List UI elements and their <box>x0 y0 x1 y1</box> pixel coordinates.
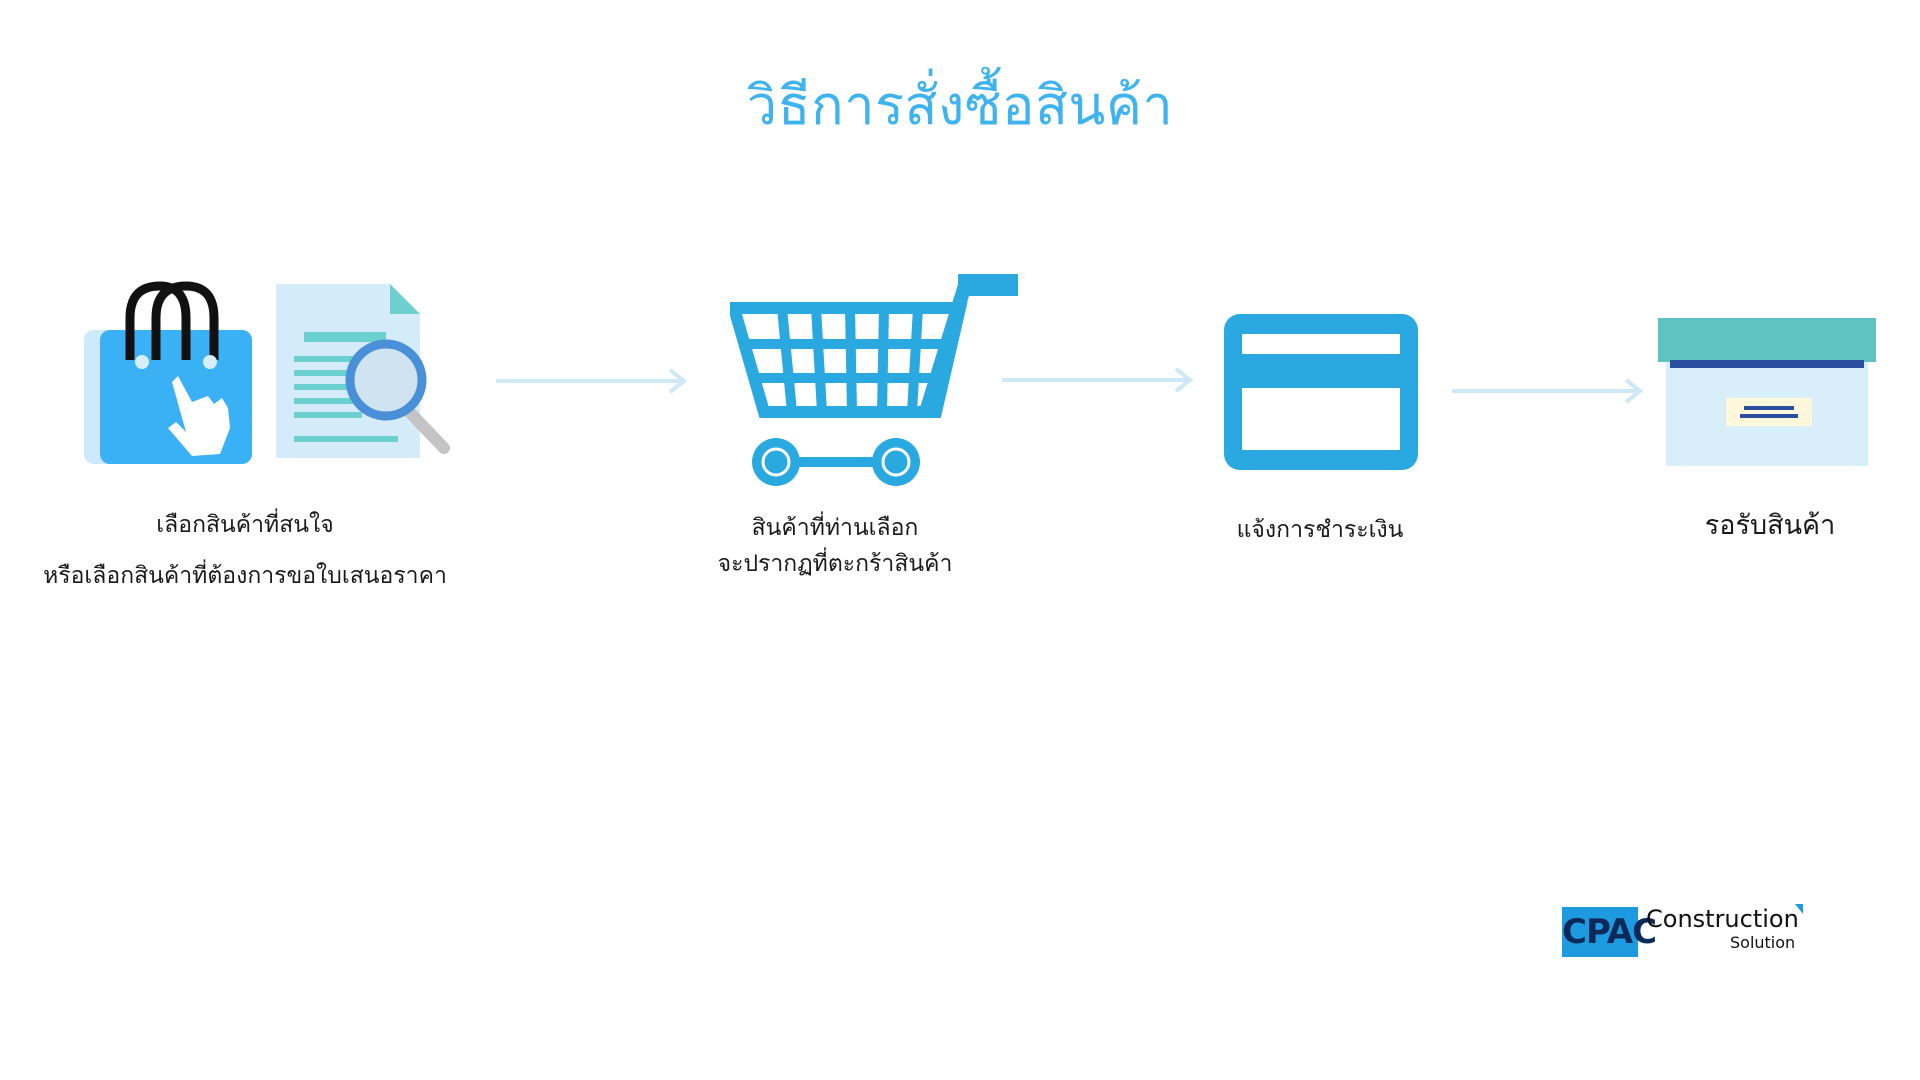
step-2-caption-line-1: สินค้าที่ท่านเลือก <box>751 515 919 541</box>
cpac-construction-solution-logo: CPAC Construction Solution <box>1562 903 1812 963</box>
arrow-right-icon <box>1452 378 1644 404</box>
logo-name: Construction <box>1646 905 1799 933</box>
step-1-caption: เลือกสินค้าที่สนใจ หรือเลือกสินค้าที่ต้อ… <box>20 500 470 602</box>
shopping-bag-and-document-search-icon <box>84 281 450 464</box>
arrow-right-icon <box>496 368 688 394</box>
shopping-cart-icon <box>730 274 1018 486</box>
arrow-right-icon <box>1002 367 1194 393</box>
step-4-caption: รอรับสินค้า <box>1620 508 1920 544</box>
step-2-caption-line-2: จะปรากฏที่ตะกร้าสินค้า <box>717 551 953 577</box>
step-2-caption: สินค้าที่ท่านเลือก จะปรากฏที่ตะกร้าสินค้… <box>680 510 990 582</box>
logo-sub: Solution <box>1730 933 1796 952</box>
page-title: วิธีการสั่งซื้อสินค้า <box>746 74 1174 137</box>
step-1-caption-line-1: เลือกสินค้าที่สนใจ <box>156 512 334 538</box>
step-1-caption-line-2: หรือเลือกสินค้าที่ต้องการขอใบเสนอราคา <box>43 563 447 589</box>
step-4-caption-line-1: รอรับสินค้า <box>1704 510 1836 541</box>
logo-accent-icon <box>1795 904 1803 914</box>
credit-card-icon <box>1224 314 1418 470</box>
delivery-box-icon <box>1658 318 1876 466</box>
step-3-caption: แจ้งการชำระเงิน <box>1170 512 1470 548</box>
step-3-caption-line-1: แจ้งการชำระเงิน <box>1236 517 1404 543</box>
logo-mark: CPAC <box>1562 907 1657 957</box>
